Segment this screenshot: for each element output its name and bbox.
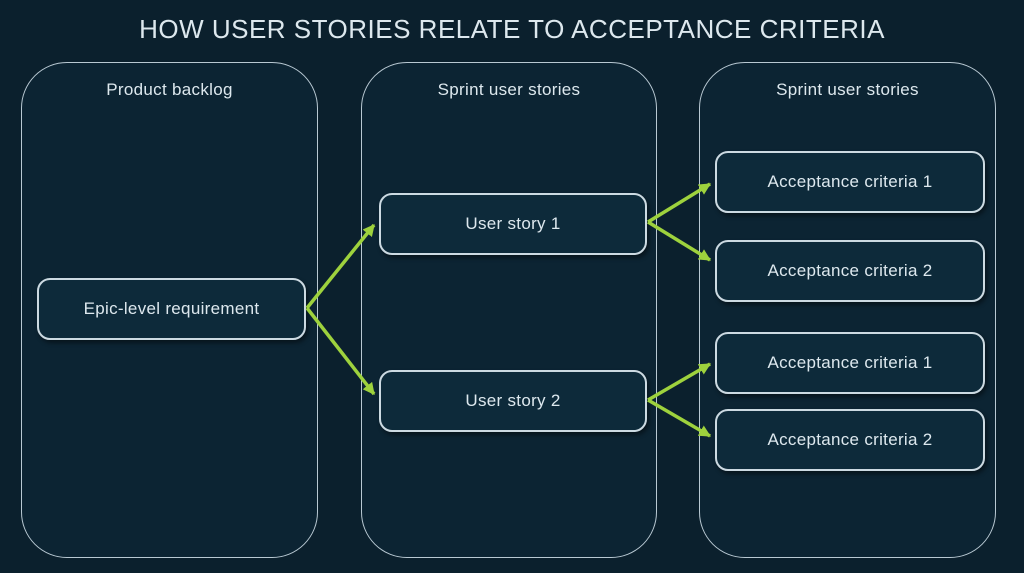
- node-label: User story 2: [465, 391, 561, 410]
- node-label: Acceptance criteria 1: [767, 172, 933, 191]
- node-acceptance-criteria-2-bottom: Acceptance criteria 2: [715, 409, 985, 471]
- column-title-acceptance-criteria: Sprint user stories: [776, 80, 919, 99]
- node-acceptance-criteria-1-bottom: Acceptance criteria 1: [715, 332, 985, 394]
- column-sprint-user-stories: Sprint user stories User story 1 User st…: [361, 62, 657, 558]
- node-label: User story 1: [465, 214, 561, 233]
- column-title-product-backlog: Product backlog: [106, 80, 233, 99]
- node-label: Acceptance criteria 2: [767, 430, 933, 449]
- column-acceptance-criteria: Sprint user stories Acceptance criteria …: [699, 62, 996, 558]
- node-label: Epic-level requirement: [83, 299, 260, 318]
- column-product-backlog: Product backlog Epic-level requirement: [21, 62, 318, 558]
- node-acceptance-criteria-1-top: Acceptance criteria 1: [715, 151, 985, 213]
- node-acceptance-criteria-2-top: Acceptance criteria 2: [715, 240, 985, 302]
- node-user-story-2: User story 2: [379, 370, 647, 432]
- node-label: Acceptance criteria 1: [767, 353, 933, 372]
- column-title-sprint-user-stories: Sprint user stories: [437, 80, 581, 99]
- node-label: Acceptance criteria 2: [767, 261, 933, 280]
- diagram-title: HOW USER STORIES RELATE TO ACCEPTANCE CR…: [139, 14, 885, 44]
- node-user-story-1: User story 1: [379, 193, 647, 255]
- node-epic-level-requirement: Epic-level requirement: [37, 278, 306, 340]
